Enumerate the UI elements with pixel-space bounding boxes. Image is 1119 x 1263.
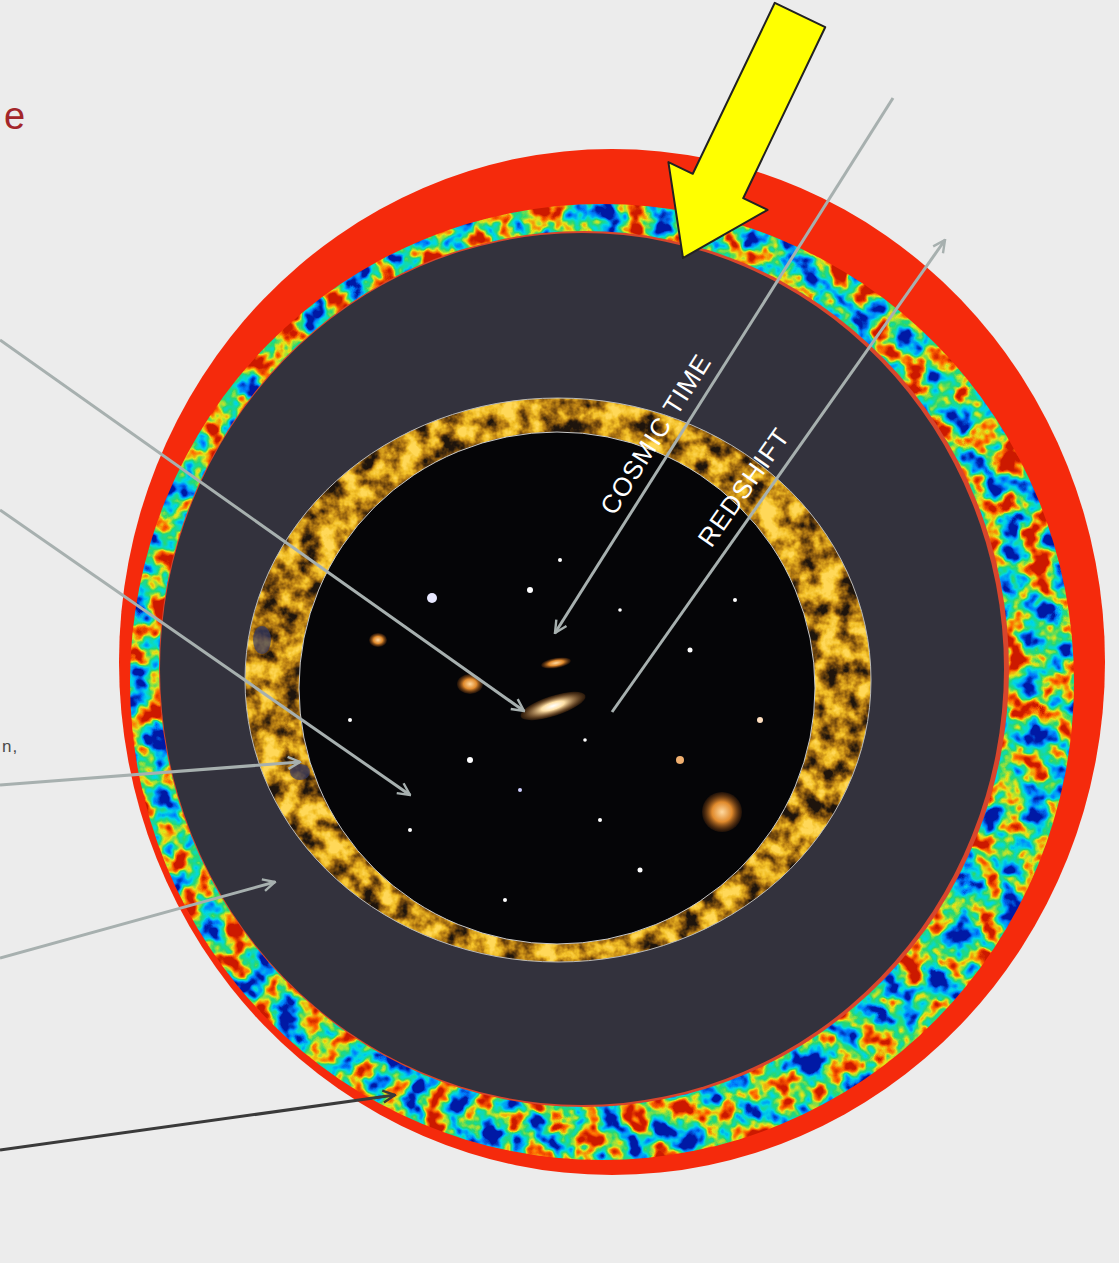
star (676, 756, 684, 764)
star (427, 593, 437, 603)
galaxies (348, 558, 763, 902)
leader-arrow (0, 1095, 395, 1150)
galaxy (369, 633, 387, 647)
galaxy (540, 655, 571, 670)
star (527, 587, 533, 593)
redshift-arrow (612, 240, 945, 712)
ring-edge (245, 398, 871, 962)
leader-arrow (0, 340, 524, 711)
title: e (4, 96, 25, 138)
dark-blob (253, 626, 271, 654)
star (598, 818, 602, 822)
elliptical-galaxy (702, 792, 742, 832)
spiral-galaxy (518, 686, 589, 726)
leader-arrow (0, 762, 300, 785)
star (558, 558, 562, 562)
galaxy (457, 674, 483, 694)
star (408, 828, 412, 832)
cut-label: n, (2, 738, 18, 757)
star (518, 788, 522, 792)
highlight-arrow (668, 3, 825, 258)
leader-arrow (0, 510, 410, 795)
star (618, 608, 622, 612)
star (348, 718, 352, 722)
star (638, 868, 643, 873)
dark-blob (290, 764, 310, 780)
leader-arrow (0, 882, 275, 958)
star (688, 648, 693, 653)
star (757, 717, 763, 723)
star (733, 598, 737, 602)
star (503, 898, 507, 902)
star (467, 757, 473, 763)
star (583, 738, 587, 742)
